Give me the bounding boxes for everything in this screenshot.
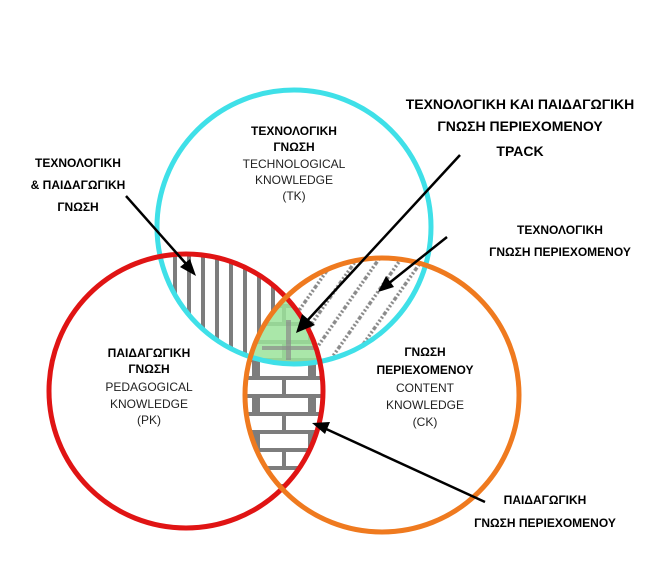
tpack-callout-line3: TPACK (496, 143, 543, 159)
tpk-callout-line1: ΤΕΧΝΟΛΟΓΙΚΗ (35, 156, 121, 170)
tck-callout: ΤΕΧΝΟΛΟΓΙΚΗ ΓΝΩΣΗ ΠΕΡΙΕΧΟΜΕΝΟΥ (489, 223, 631, 259)
tk-label-line1: ΤΕΧΝΟΛΟΓΙΚΗ (251, 124, 337, 138)
tpack-callout-line2: ΓΝΩΣΗ ΠΕΡΙΕΧΟΜΕΝΟΥ (437, 118, 603, 134)
tk-circle (154, 87, 434, 367)
tk-label-en1: TECHNOLOGICAL (243, 157, 346, 171)
tck-callout-line1: ΤΕΧΝΟΛΟΓΙΚΗ (517, 223, 603, 237)
tpk-callout-line2: & ΠΑΙΔΑΓΩΓΙΚΗ (31, 178, 126, 192)
tpack-callout: ΤΕΧΝΟΛΟΓΙΚΗ ΚΑΙ ΠΑΙΔΑΓΩΓΙΚΗ ΓΝΩΣΗ ΠΕΡΙΕΧ… (406, 96, 635, 159)
tck-callout-line2: ΓΝΩΣΗ ΠΕΡΙΕΧΟΜΕΝΟΥ (489, 245, 631, 259)
ck-label-en2: KNOWLEDGE (386, 398, 464, 412)
pck-callout: ΠΑΙΔΑΓΩΓΙΚΗ ΓΝΩΣΗ ΠΕΡΙΕΧΟΜΕΝΟΥ (474, 493, 616, 530)
tpk-callout: ΤΕΧΝΟΛΟΓΙΚΗ & ΠΑΙΔΑΓΩΓΙΚΗ ΓΝΩΣΗ (31, 156, 126, 214)
pck-callout-line1: ΠΑΙΔΑΓΩΓΙΚΗ (504, 493, 587, 507)
pk-circle (46, 251, 326, 531)
pk-label-line1: ΠΑΙΔΑΓΩΓΙΚΗ (108, 346, 191, 360)
tpk-arrow (125, 195, 196, 276)
tpk-callout-line3: ΓΝΩΣΗ (57, 200, 98, 214)
pk-label-line2: ΓΝΩΣΗ (128, 362, 169, 376)
tk-label-en2: KNOWLEDGE (255, 173, 333, 187)
tpack-callout-line1: ΤΕΧΝΟΛΟΓΙΚΗ ΚΑΙ ΠΑΙΔΑΓΩΓΙΚΗ (406, 96, 635, 112)
pck-arrow (312, 422, 486, 504)
pk-label-abbr: (PK) (137, 413, 161, 427)
pk-label: ΠΑΙΔΑΓΩΓΙΚΗ ΓΝΩΣΗ PEDAGOGICAL KNOWLEDGE … (105, 346, 193, 427)
ck-label-abbr: (CK) (413, 415, 438, 429)
ck-label-line1: ΓΝΩΣΗ (404, 345, 445, 359)
ck-circle (242, 255, 522, 535)
tk-label-abbr: (TK) (282, 189, 305, 203)
tk-label-line2: ΓΝΩΣΗ (273, 140, 314, 154)
tck-arrow (378, 236, 448, 292)
tk-label: ΤΕΧΝΟΛΟΓΙΚΗ ΓΝΩΣΗ TECHNOLOGICAL KNOWLEDG… (243, 124, 346, 203)
tpack-arrow (296, 154, 461, 333)
ck-label-en1: CONTENT (396, 381, 455, 395)
pk-label-en1: PEDAGOGICAL (105, 380, 193, 394)
ck-label: ΓΝΩΣΗ ΠΕΡΙΕΧΟΜΕΝΟΥ CONTENT KNOWLEDGE (CK… (376, 345, 473, 429)
ck-label-line2: ΠΕΡΙΕΧΟΜΕΝΟΥ (376, 363, 473, 377)
pk-label-en2: KNOWLEDGE (110, 397, 188, 411)
pck-callout-line2: ΓΝΩΣΗ ΠΕΡΙΕΧΟΜΕΝΟΥ (474, 516, 616, 530)
